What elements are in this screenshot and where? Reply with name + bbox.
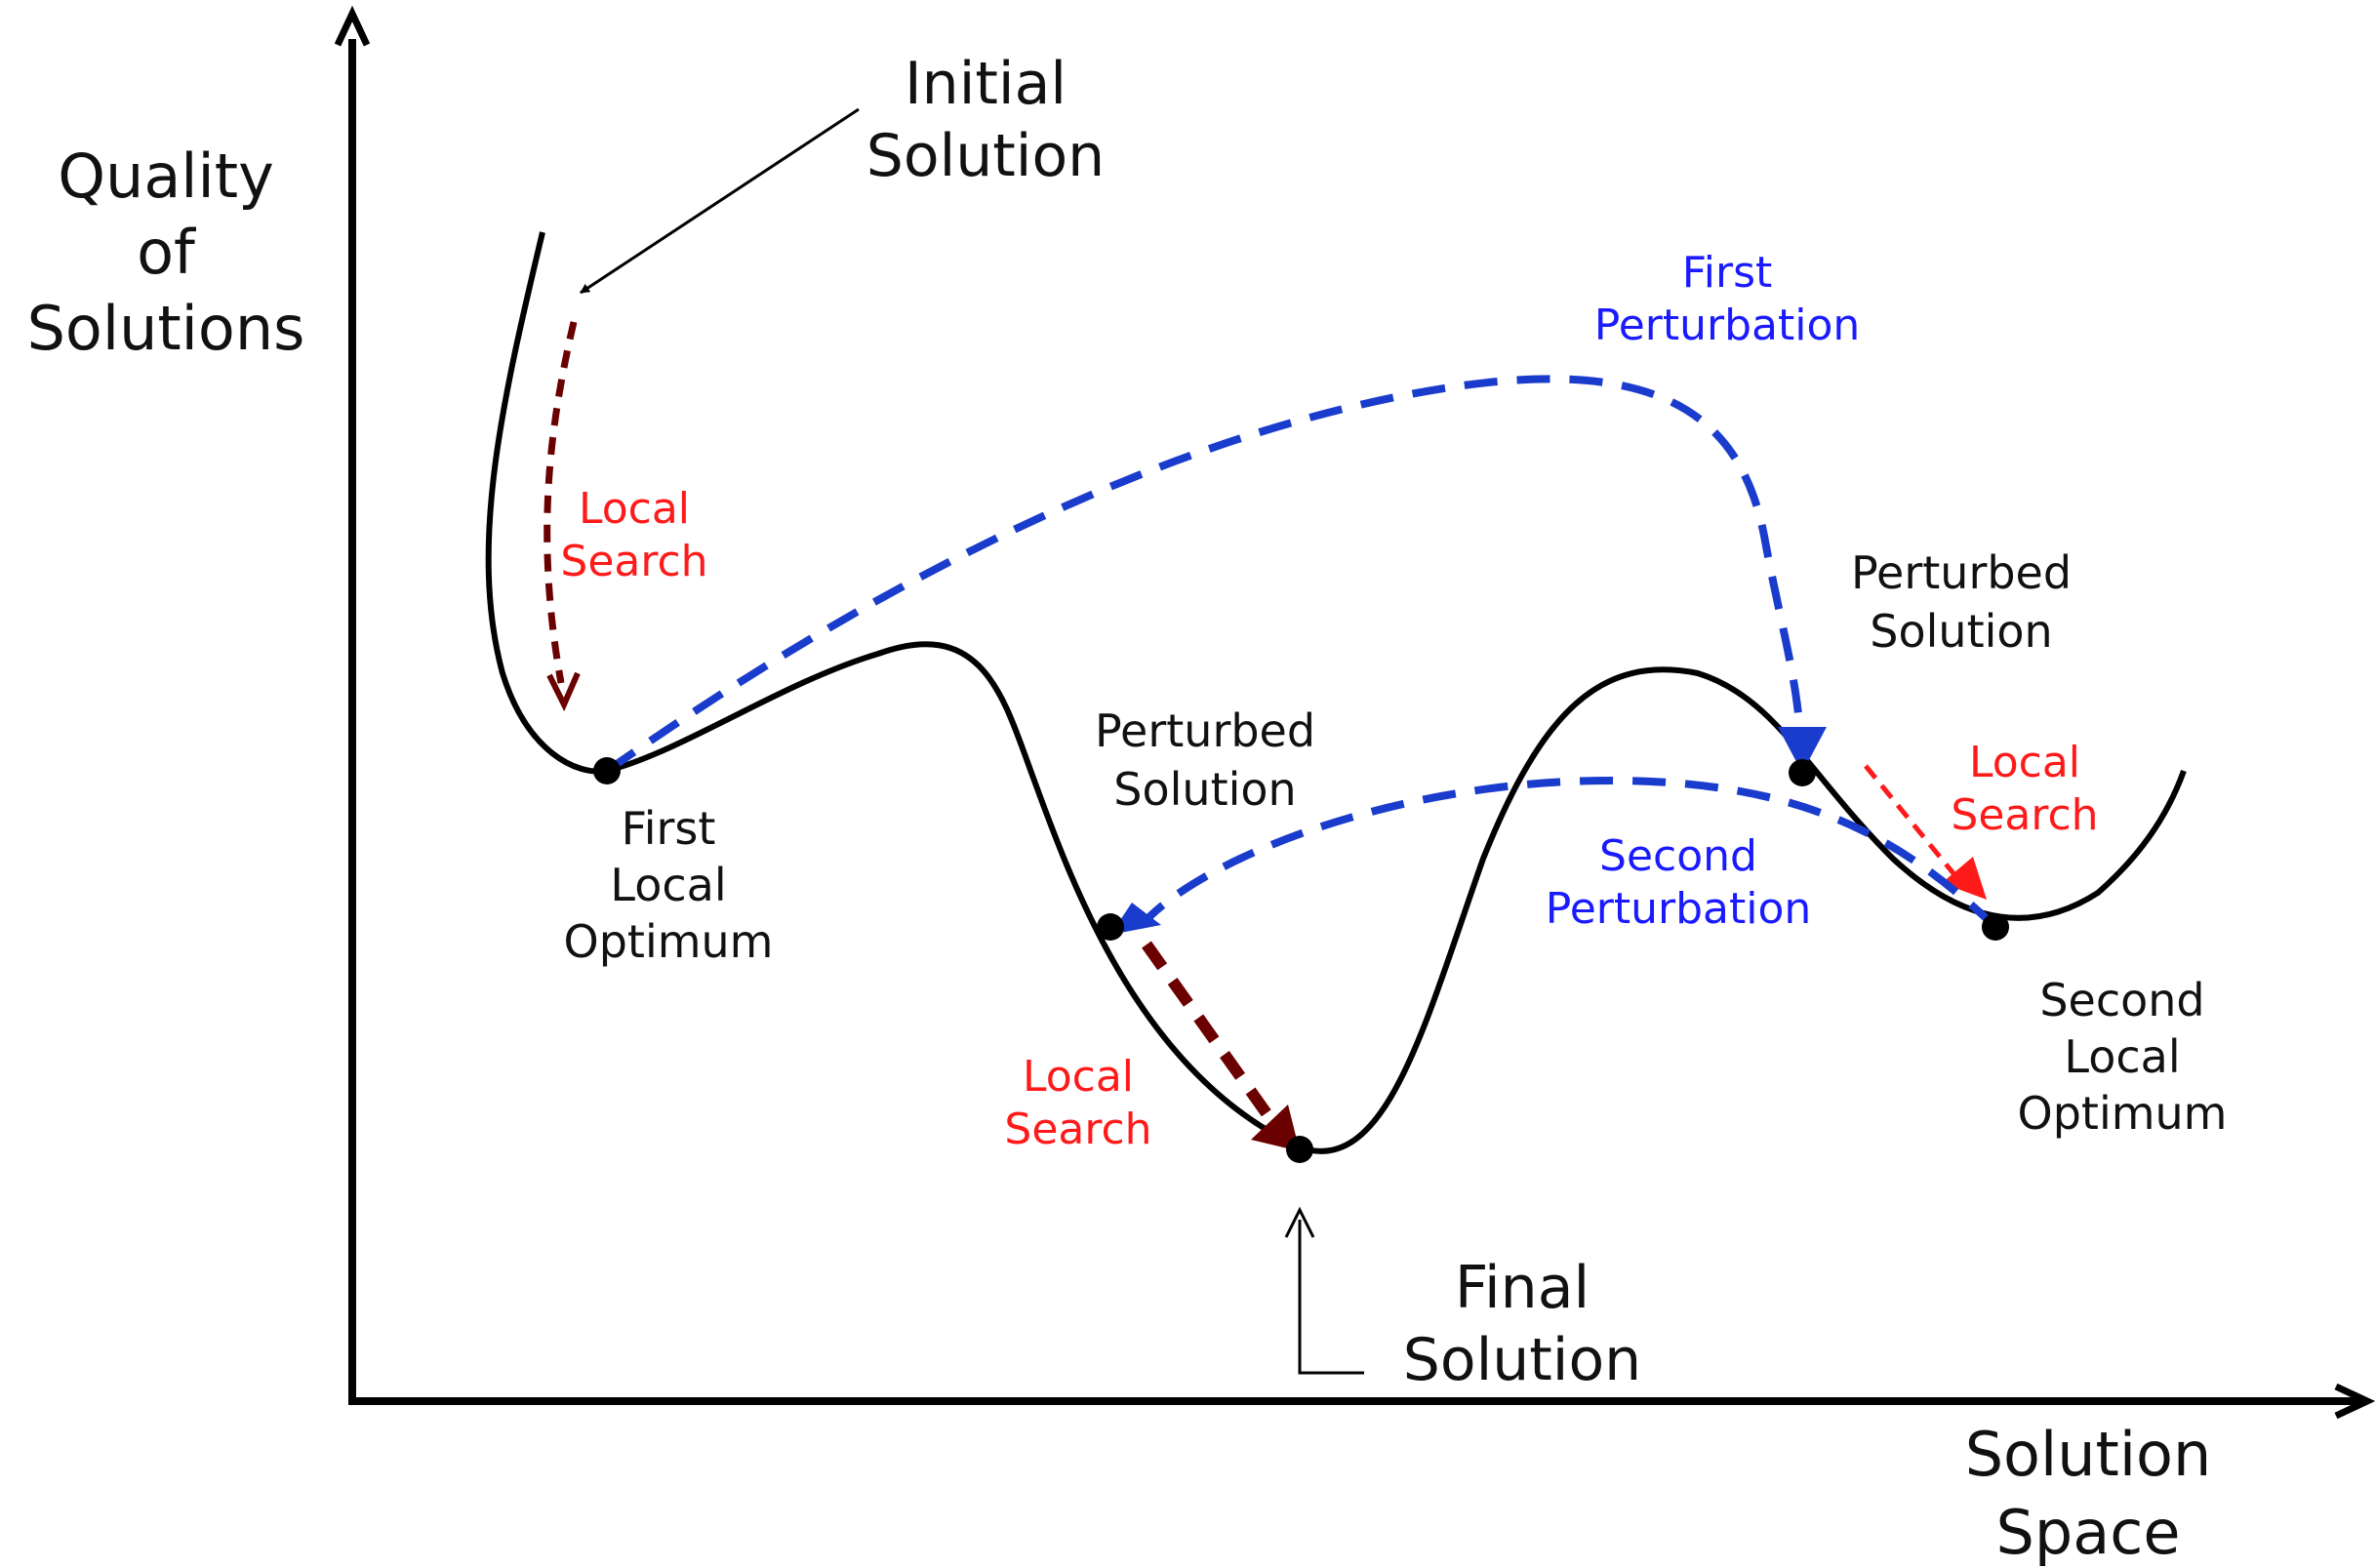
first-local-optimum-label: First Local Optimum — [546, 806, 790, 964]
second-perturbation-label: Second Perturbation — [1522, 835, 1834, 931]
x-axis-title: Solution Space — [1942, 1425, 2234, 1563]
first-perturbation-line-1: First — [1681, 248, 1773, 298]
y-axis-arrowhead — [334, 5, 371, 47]
final-solution-pointer-head — [1284, 1206, 1315, 1238]
final-solution-point — [1286, 1136, 1313, 1163]
second-local-optimum-line-1: Second — [2039, 974, 2205, 1026]
perturbed-solution-1-line-2: Solution — [1113, 763, 1297, 816]
perturbed-solution-1-label: Perturbed Solution — [1073, 708, 1337, 812]
second-local-optimum-line-2: Local — [2064, 1030, 2181, 1083]
local-search-arrowhead-1 — [546, 671, 581, 712]
y-title-line-2: of — [137, 217, 195, 288]
first-perturbation-arrowhead — [1778, 727, 1827, 773]
first-local-optimum-line-2: Local — [610, 859, 727, 911]
second-local-optimum-point — [1982, 913, 2009, 941]
initial-solution-pointer — [580, 107, 860, 295]
local-search-arrow-2 — [1142, 941, 1283, 1134]
local-search-arrowhead-2 — [1251, 1105, 1300, 1151]
initial-solution-line-1: Initial — [904, 50, 1067, 118]
perturbed-solution-2-point — [1789, 759, 1816, 786]
y-title-line-3: Solutions — [26, 293, 305, 364]
local-search-label-3: Local Search — [1927, 742, 2122, 837]
local-search-label-2: Local Search — [981, 1056, 1176, 1151]
first-local-optimum-point — [593, 757, 621, 784]
first-local-optimum-line-3: Optimum — [563, 915, 774, 968]
initial-solution-line-2: Solution — [865, 122, 1106, 190]
x-axis-arrowhead — [2334, 1383, 2375, 1420]
y-axis-title: Quality of Solutions — [20, 146, 312, 359]
initial-solution-label: Initial Solution — [839, 55, 1132, 185]
local-search-1-line-1: Local — [578, 484, 691, 534]
final-solution-pointer — [1298, 1220, 1364, 1375]
final-solution-line-1: Final — [1454, 1254, 1590, 1322]
local-search-label-1: Local Search — [537, 488, 732, 583]
local-search-2-line-1: Local — [1022, 1052, 1135, 1102]
perturbed-solution-2-label: Perturbed Solution — [1830, 550, 2093, 654]
first-local-optimum-line-1: First — [621, 802, 716, 855]
local-search-1-line-2: Search — [560, 537, 708, 586]
final-solution-line-2: Solution — [1402, 1326, 1642, 1394]
perturbed-solution-1-line-1: Perturbed — [1094, 704, 1316, 757]
second-local-optimum-line-3: Optimum — [2017, 1087, 2228, 1140]
local-search-3-line-2: Search — [1951, 790, 2099, 840]
local-search-3-line-1: Local — [1968, 738, 2081, 787]
perturbed-solution-2-line-2: Solution — [1870, 605, 2053, 658]
perturbed-solution-1-point — [1097, 913, 1124, 941]
first-perturbation-line-2: Perturbation — [1593, 301, 1861, 350]
second-perturbation-line-1: Second — [1599, 831, 1757, 881]
first-perturbation-label: First Perturbation — [1571, 252, 1883, 347]
first-perturbation-arrow — [604, 375, 1804, 775]
y-title-line-1: Quality — [58, 141, 274, 212]
x-title-line-2: Space — [1995, 1497, 2181, 1568]
second-perturbation-line-2: Perturbation — [1545, 884, 1812, 934]
local-search-2-line-2: Search — [1004, 1105, 1152, 1154]
second-local-optimum-label: Second Local Optimum — [1995, 978, 2249, 1136]
second-perturbation-arrow — [1139, 776, 1998, 930]
local-search-arrowhead-3 — [1942, 857, 1987, 900]
perturbed-solution-2-line-1: Perturbed — [1850, 546, 2073, 599]
final-solution-label: Final Solution — [1376, 1259, 1669, 1389]
landscape-curve — [485, 231, 2187, 1154]
x-title-line-1: Solution — [1964, 1419, 2212, 1490]
